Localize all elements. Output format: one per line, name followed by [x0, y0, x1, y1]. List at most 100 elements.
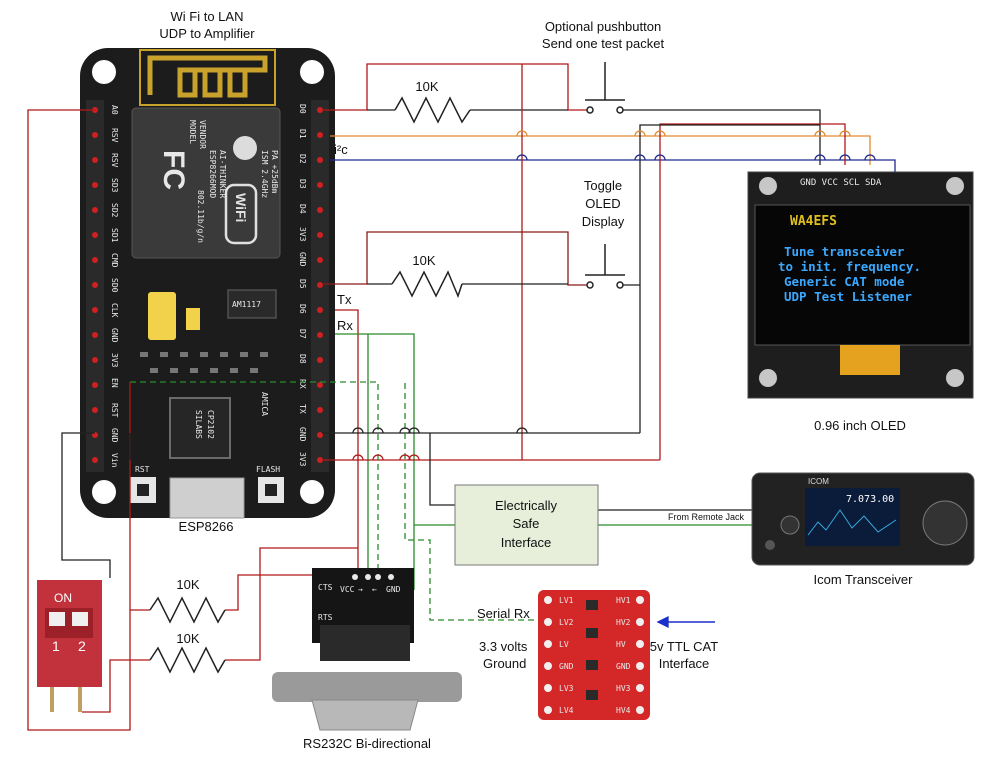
rx-label: Rx: [337, 318, 353, 333]
pin-label: EN: [110, 378, 119, 388]
toggle-label-line1: Toggle: [584, 178, 622, 193]
module-line: ISM 2.4GHz: [260, 150, 269, 198]
pin-label: GND: [298, 252, 307, 267]
module-line: PA +25dBm: [270, 150, 279, 194]
dip-switch: ON 1 2: [37, 580, 102, 712]
module-line: 802.11b/g/n: [196, 190, 205, 243]
pin-label: SD2: [110, 203, 119, 218]
ground-label: Ground: [483, 656, 526, 671]
resistor-label: 10K: [412, 253, 435, 268]
ls-right-label: HV2: [616, 618, 631, 627]
module-line: AI-THINKER: [218, 150, 227, 198]
three-volts-label: 3.3 volts: [479, 639, 528, 654]
pin-label: Vin: [110, 453, 119, 468]
pin-label: TX: [298, 404, 307, 414]
dip-2-label: 2: [78, 638, 86, 654]
safe-interface-box: [454, 484, 599, 566]
pin-label: D6: [298, 304, 307, 314]
dip-on-label: ON: [54, 591, 72, 605]
from-remote-jack-label: From Remote Jack: [668, 512, 745, 522]
rs232-board: VCC → ← GND CTS RTS: [272, 568, 462, 731]
interface-label-line3: Interface: [501, 535, 552, 550]
oled-line: Tune transceiver: [784, 244, 905, 259]
radio-brand: ICOM: [808, 477, 829, 486]
interface-label-line1: Electrically: [495, 498, 558, 513]
chip-label: CP2102: [206, 410, 215, 439]
ls-left-label: LV3: [559, 684, 574, 693]
pin-label: 3V3: [298, 452, 307, 467]
pin-label: 3V3: [298, 227, 307, 242]
rs232-caption: RS232C Bi-directional: [303, 736, 431, 751]
pushbutton-label-line2: Send one test packet: [542, 36, 665, 51]
pin-label: D3: [298, 179, 307, 189]
rs232-pin: →: [358, 585, 363, 594]
pin-label: D5: [298, 279, 307, 289]
flash-label: FLASH: [256, 465, 280, 474]
pin-label: CMD: [110, 253, 119, 268]
module-line: ESP8266MOD: [208, 150, 217, 198]
ls-left-label: LV4: [559, 706, 574, 715]
pin-label: SD0: [110, 278, 119, 293]
ttl-label-line2: Interface: [659, 656, 710, 671]
oled-line: Generic CAT mode: [784, 274, 905, 289]
pin-label: RST: [110, 403, 119, 418]
pin-label: CLK: [110, 303, 119, 318]
ls-left-label: LV: [559, 640, 569, 649]
module-line: VENDOR: [198, 120, 207, 149]
regulator-label: AM1117: [232, 300, 261, 309]
dip-switch-2[interactable]: [72, 612, 88, 626]
oled-module: GND VCC SCL SDA WA4EFS Tune transceiver …: [747, 171, 974, 399]
pin-label: GND: [110, 428, 119, 443]
pin-label: SD3: [110, 178, 119, 193]
interface-label-line2: Safe: [513, 516, 540, 531]
oled-header-pins: GND VCC SCL SDA: [800, 178, 882, 188]
toggle-label-line2: OLED: [585, 196, 620, 211]
vfo-knob[interactable]: [922, 500, 968, 546]
pin-label: D0: [298, 104, 307, 114]
pin-label: GND: [298, 427, 307, 442]
pin-label: A0: [110, 105, 119, 115]
pin-label: D4: [298, 204, 307, 214]
rst-label: RST: [135, 465, 150, 474]
pin-label: D1: [298, 129, 307, 139]
labels: Wi Fi to LAN UDP to Amplifier Optional p…: [159, 9, 913, 751]
chip-label: SILABS: [194, 410, 203, 439]
serial-rx-label: Serial Rx: [477, 606, 530, 621]
dip-switch-1[interactable]: [49, 612, 65, 626]
ls-right-label: HV1: [616, 596, 631, 605]
oled-caption: 0.96 inch OLED: [814, 418, 906, 433]
ls-right-label: GND: [616, 662, 631, 671]
tx-label: Tx: [337, 292, 352, 307]
level-shifter: LV1 LV2 LV GND LV3 LV4 HV1 HV2 HV GND HV…: [538, 590, 650, 720]
oled-line: to init. frequency.: [778, 259, 921, 274]
pin-label: D7: [298, 329, 307, 339]
pin-label: 3V3: [110, 353, 119, 368]
rs232-cts: CTS: [318, 583, 333, 592]
icom-caption: Icom Transceiver: [814, 572, 914, 587]
radio-frequency: 7.073.00: [846, 494, 894, 505]
ls-left-label: GND: [559, 662, 574, 671]
svg-text:FC: FC: [157, 150, 190, 190]
svg-text:WiFi: WiFi: [233, 193, 249, 222]
right-pin-labels: D0 D1 D2 D3 D4 3V3 GND D5 D6 D7 D8 RX TX…: [298, 104, 307, 467]
brand-label: AMICA: [260, 392, 269, 416]
dip-1-label: 1: [52, 638, 60, 654]
pin-label: RX: [298, 379, 307, 389]
pin-label: D2: [298, 154, 307, 164]
module-line: MODEL: [188, 120, 197, 144]
pin-label: RSV: [110, 153, 119, 168]
wifi-label-line1: Wi Fi to LAN: [171, 9, 244, 24]
wifi-label-line2: UDP to Amplifier: [159, 26, 255, 41]
ls-right-label: HV: [616, 640, 626, 649]
ls-left-label: LV2: [559, 618, 574, 627]
ls-right-label: HV4: [616, 706, 631, 715]
pin-label: D8: [298, 354, 307, 364]
pin-label: SD1: [110, 228, 119, 243]
rs232-pin: ←: [372, 585, 377, 594]
pin-label: RSV: [110, 128, 119, 143]
rs232-pin: GND: [386, 585, 401, 594]
ls-right-label: HV3: [616, 684, 631, 693]
icom-transceiver: 7.073.00 ICOM: [751, 472, 975, 566]
pushbutton-label-line1: Optional pushbutton: [545, 19, 661, 34]
